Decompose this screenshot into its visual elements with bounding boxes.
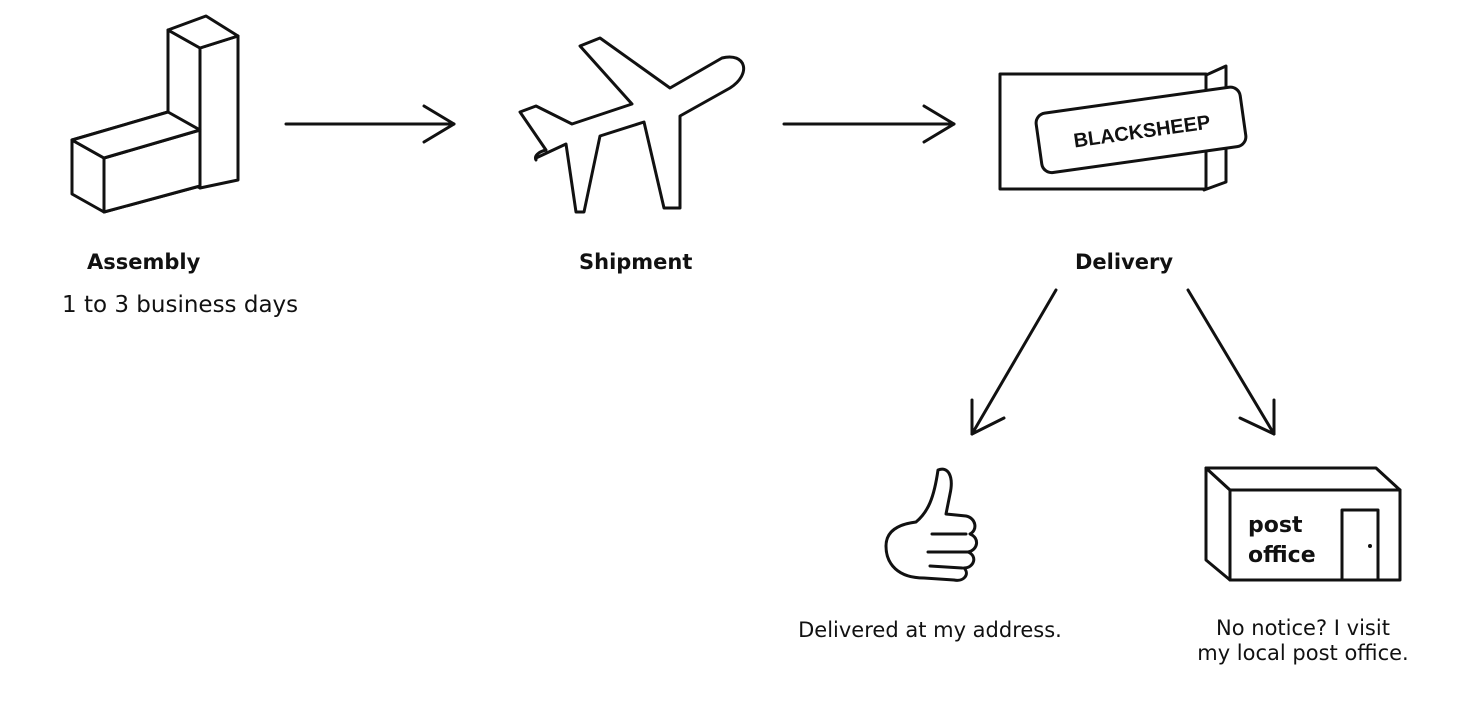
step-title-assembly: Assembly xyxy=(87,250,201,274)
arrow-assembly-to-shipment xyxy=(284,104,456,144)
outcome-text-post-office: No notice? I visit my local post office. xyxy=(1168,616,1438,666)
envelope-icon: BLACKSHEEP xyxy=(998,64,1248,192)
post-office-sign-line1: post xyxy=(1248,513,1303,538)
step-title-delivery: Delivery xyxy=(1075,250,1174,274)
step-subtitle-assembly: 1 to 3 business days xyxy=(62,292,299,318)
airplane-icon xyxy=(518,36,746,214)
arrow-shipment-to-delivery xyxy=(782,104,956,144)
outcome-text-home: Delivered at my address. xyxy=(798,618,1062,642)
post-office-sign-line2: office xyxy=(1248,543,1316,568)
step-title-shipment: Shipment xyxy=(579,250,693,274)
blocks-icon xyxy=(70,14,240,214)
outcome-text-post-office-line2: my local post office. xyxy=(1197,641,1409,666)
thumbs-up-icon xyxy=(884,467,978,582)
arrow-delivery-to-post-office xyxy=(1186,288,1276,436)
post-office-icon: post office xyxy=(1204,466,1402,582)
arrow-delivery-to-home xyxy=(970,288,1058,436)
outcome-text-post-office-line1: No notice? I visit xyxy=(1216,616,1390,640)
